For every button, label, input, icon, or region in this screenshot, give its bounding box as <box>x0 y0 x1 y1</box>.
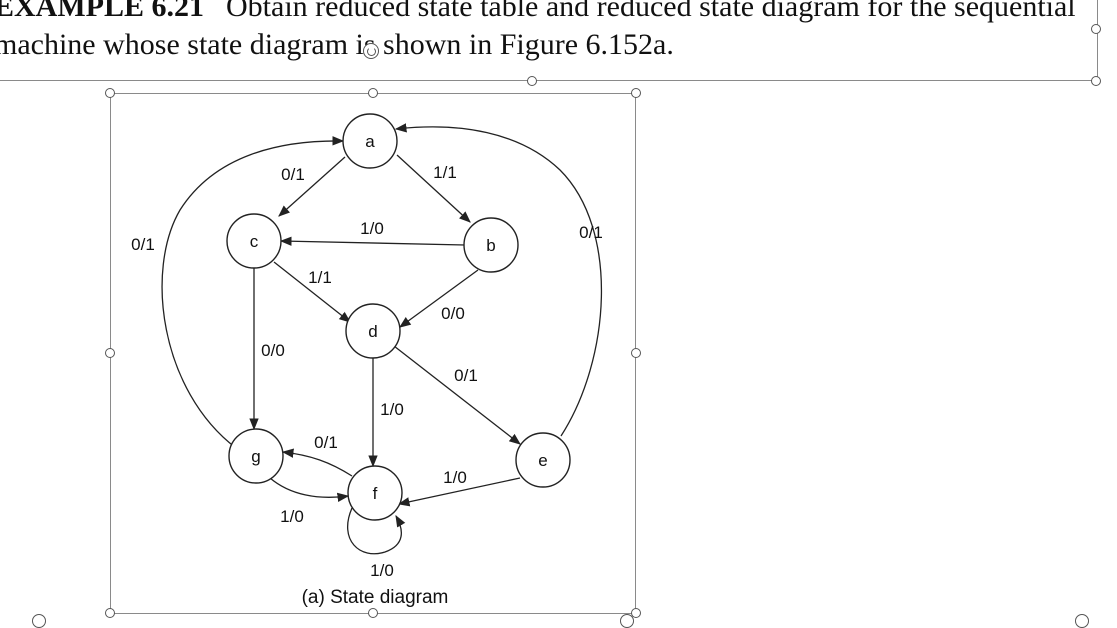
state-f-node <box>347 465 403 521</box>
image-resize-handle-right[interactable] <box>631 348 641 358</box>
textbox-resize-handle-bottom-right[interactable] <box>1091 76 1101 86</box>
image-resize-handle-bottom[interactable] <box>368 608 378 618</box>
state-g-node <box>228 428 284 484</box>
textbox-resize-handle-top[interactable] <box>527 76 537 86</box>
edge-b-c <box>279 236 466 246</box>
lower-object-handle-left[interactable] <box>32 614 46 628</box>
image-resize-handle-bottom-right[interactable] <box>631 608 641 618</box>
text-box-frame[interactable] <box>0 0 1098 81</box>
edge-c-d <box>273 261 351 323</box>
edge-d-f-label: 1/0 <box>380 400 404 419</box>
edge-g-a <box>161 136 345 449</box>
edge-f-f-label: 1/0 <box>370 561 394 580</box>
textbox-rotate-handle[interactable] <box>363 43 379 59</box>
edge-d-e-label: 0/1 <box>454 366 478 385</box>
edge-b-c-label: 1/0 <box>360 219 384 238</box>
state-a-node <box>342 113 398 169</box>
example-text-line2: machine whose state diagram is shown in … <box>0 28 674 61</box>
image-resize-handle-bottom-left[interactable] <box>105 608 115 618</box>
edge-g-f-label: 1/0 <box>280 507 304 526</box>
edge-c-d-label: 1/1 <box>308 268 332 287</box>
edge-g-f <box>269 477 350 503</box>
state-a-label: a <box>365 132 375 151</box>
image-resize-handle-top[interactable] <box>368 88 378 98</box>
edge-f-f <box>347 507 406 555</box>
lower-object-handle-middle[interactable] <box>620 614 634 628</box>
edge-a-b <box>396 154 471 223</box>
edge-b-d-label: 0/0 <box>441 304 465 323</box>
edge-e-f <box>397 477 521 507</box>
edge-d-e <box>393 345 521 445</box>
edge-f-g <box>281 448 353 477</box>
state-g-label: g <box>251 447 260 466</box>
edge-c-g-label: 0/0 <box>261 341 285 360</box>
edge-e-a <box>394 123 603 437</box>
state-e-label: e <box>538 451 547 470</box>
state-d-node <box>345 303 401 359</box>
state-b-node <box>463 217 519 273</box>
state-c-label: c <box>250 232 259 251</box>
edge-a-c-label: 0/1 <box>281 165 305 184</box>
state-c-node <box>226 213 282 269</box>
edge-a-c <box>278 156 346 217</box>
edge-b-d <box>399 269 479 328</box>
image-resize-handle-top-right[interactable] <box>631 88 641 98</box>
edge-e-a-label: 0/1 <box>579 223 603 242</box>
example-text-line1: Obtain reduced state table and reduced s… <box>226 0 1076 23</box>
edge-f-g-label: 0/1 <box>314 433 338 452</box>
example-heading-line: EXAMPLE 6.21 Obtain reduced state table a… <box>0 0 1076 24</box>
state-b-label: b <box>486 236 495 255</box>
image-resize-handle-left[interactable] <box>105 348 115 358</box>
image-resize-handle-top-left[interactable] <box>105 88 115 98</box>
edge-g-a-label: 0/1 <box>131 235 155 254</box>
state-e-node <box>515 432 571 488</box>
example-label: EXAMPLE 6.21 <box>0 0 204 23</box>
textbox-resize-handle-right[interactable] <box>1091 24 1101 34</box>
lower-object-handle-right[interactable] <box>1075 614 1089 628</box>
edge-e-f-label: 1/0 <box>443 468 467 487</box>
diagram-caption: (a) State diagram <box>302 587 449 608</box>
state-d-label: d <box>368 322 377 341</box>
edge-a-b-label: 1/1 <box>433 163 457 182</box>
state-f-label: f <box>373 484 378 503</box>
